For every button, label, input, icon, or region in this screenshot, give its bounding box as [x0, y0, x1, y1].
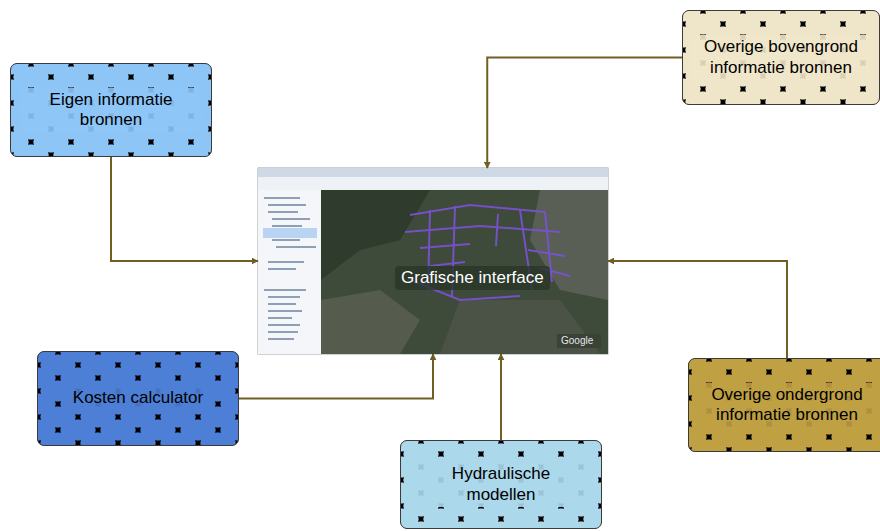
connector-arrow	[500, 354, 502, 440]
application-window	[258, 168, 608, 354]
node-label: Grafische interface	[395, 266, 550, 290]
connector-arrow	[111, 157, 258, 261]
node-label: Kosten calculator	[67, 386, 209, 410]
connector-arrow	[608, 261, 787, 358]
field	[321, 290, 420, 354]
side-panel	[258, 190, 321, 354]
tree-lines	[264, 198, 316, 339]
toolbar	[258, 177, 608, 190]
node-label: Eigen informatie bronnen	[20, 88, 202, 133]
node-label: Hydraulische modellen	[410, 462, 592, 507]
source-box: Eigen informatie bronnen	[10, 63, 212, 157]
source-box: Overige bovengrond informatie bronnen	[682, 10, 880, 105]
title-bar	[258, 168, 608, 177]
logo-patch	[557, 334, 601, 348]
interface-screenshot: Grafische interface	[258, 168, 608, 354]
model-box: Hydraulische modellen	[400, 440, 602, 529]
field	[440, 300, 600, 354]
satellite-map	[321, 190, 608, 354]
connector-arrow	[239, 354, 433, 399]
map-watermark: Google	[561, 335, 593, 346]
tool-box: Kosten calculator	[37, 351, 239, 446]
node-label: Overige bovengrond informatie bronnen	[690, 35, 872, 80]
source-box: Overige ondergrond informatie bronnen	[688, 358, 880, 452]
selection	[263, 228, 317, 238]
node-label: Overige ondergrond informatie bronnen	[696, 383, 878, 428]
connector-arrow	[487, 58, 682, 169]
map-ground	[321, 190, 608, 354]
window-frame	[258, 168, 608, 354]
